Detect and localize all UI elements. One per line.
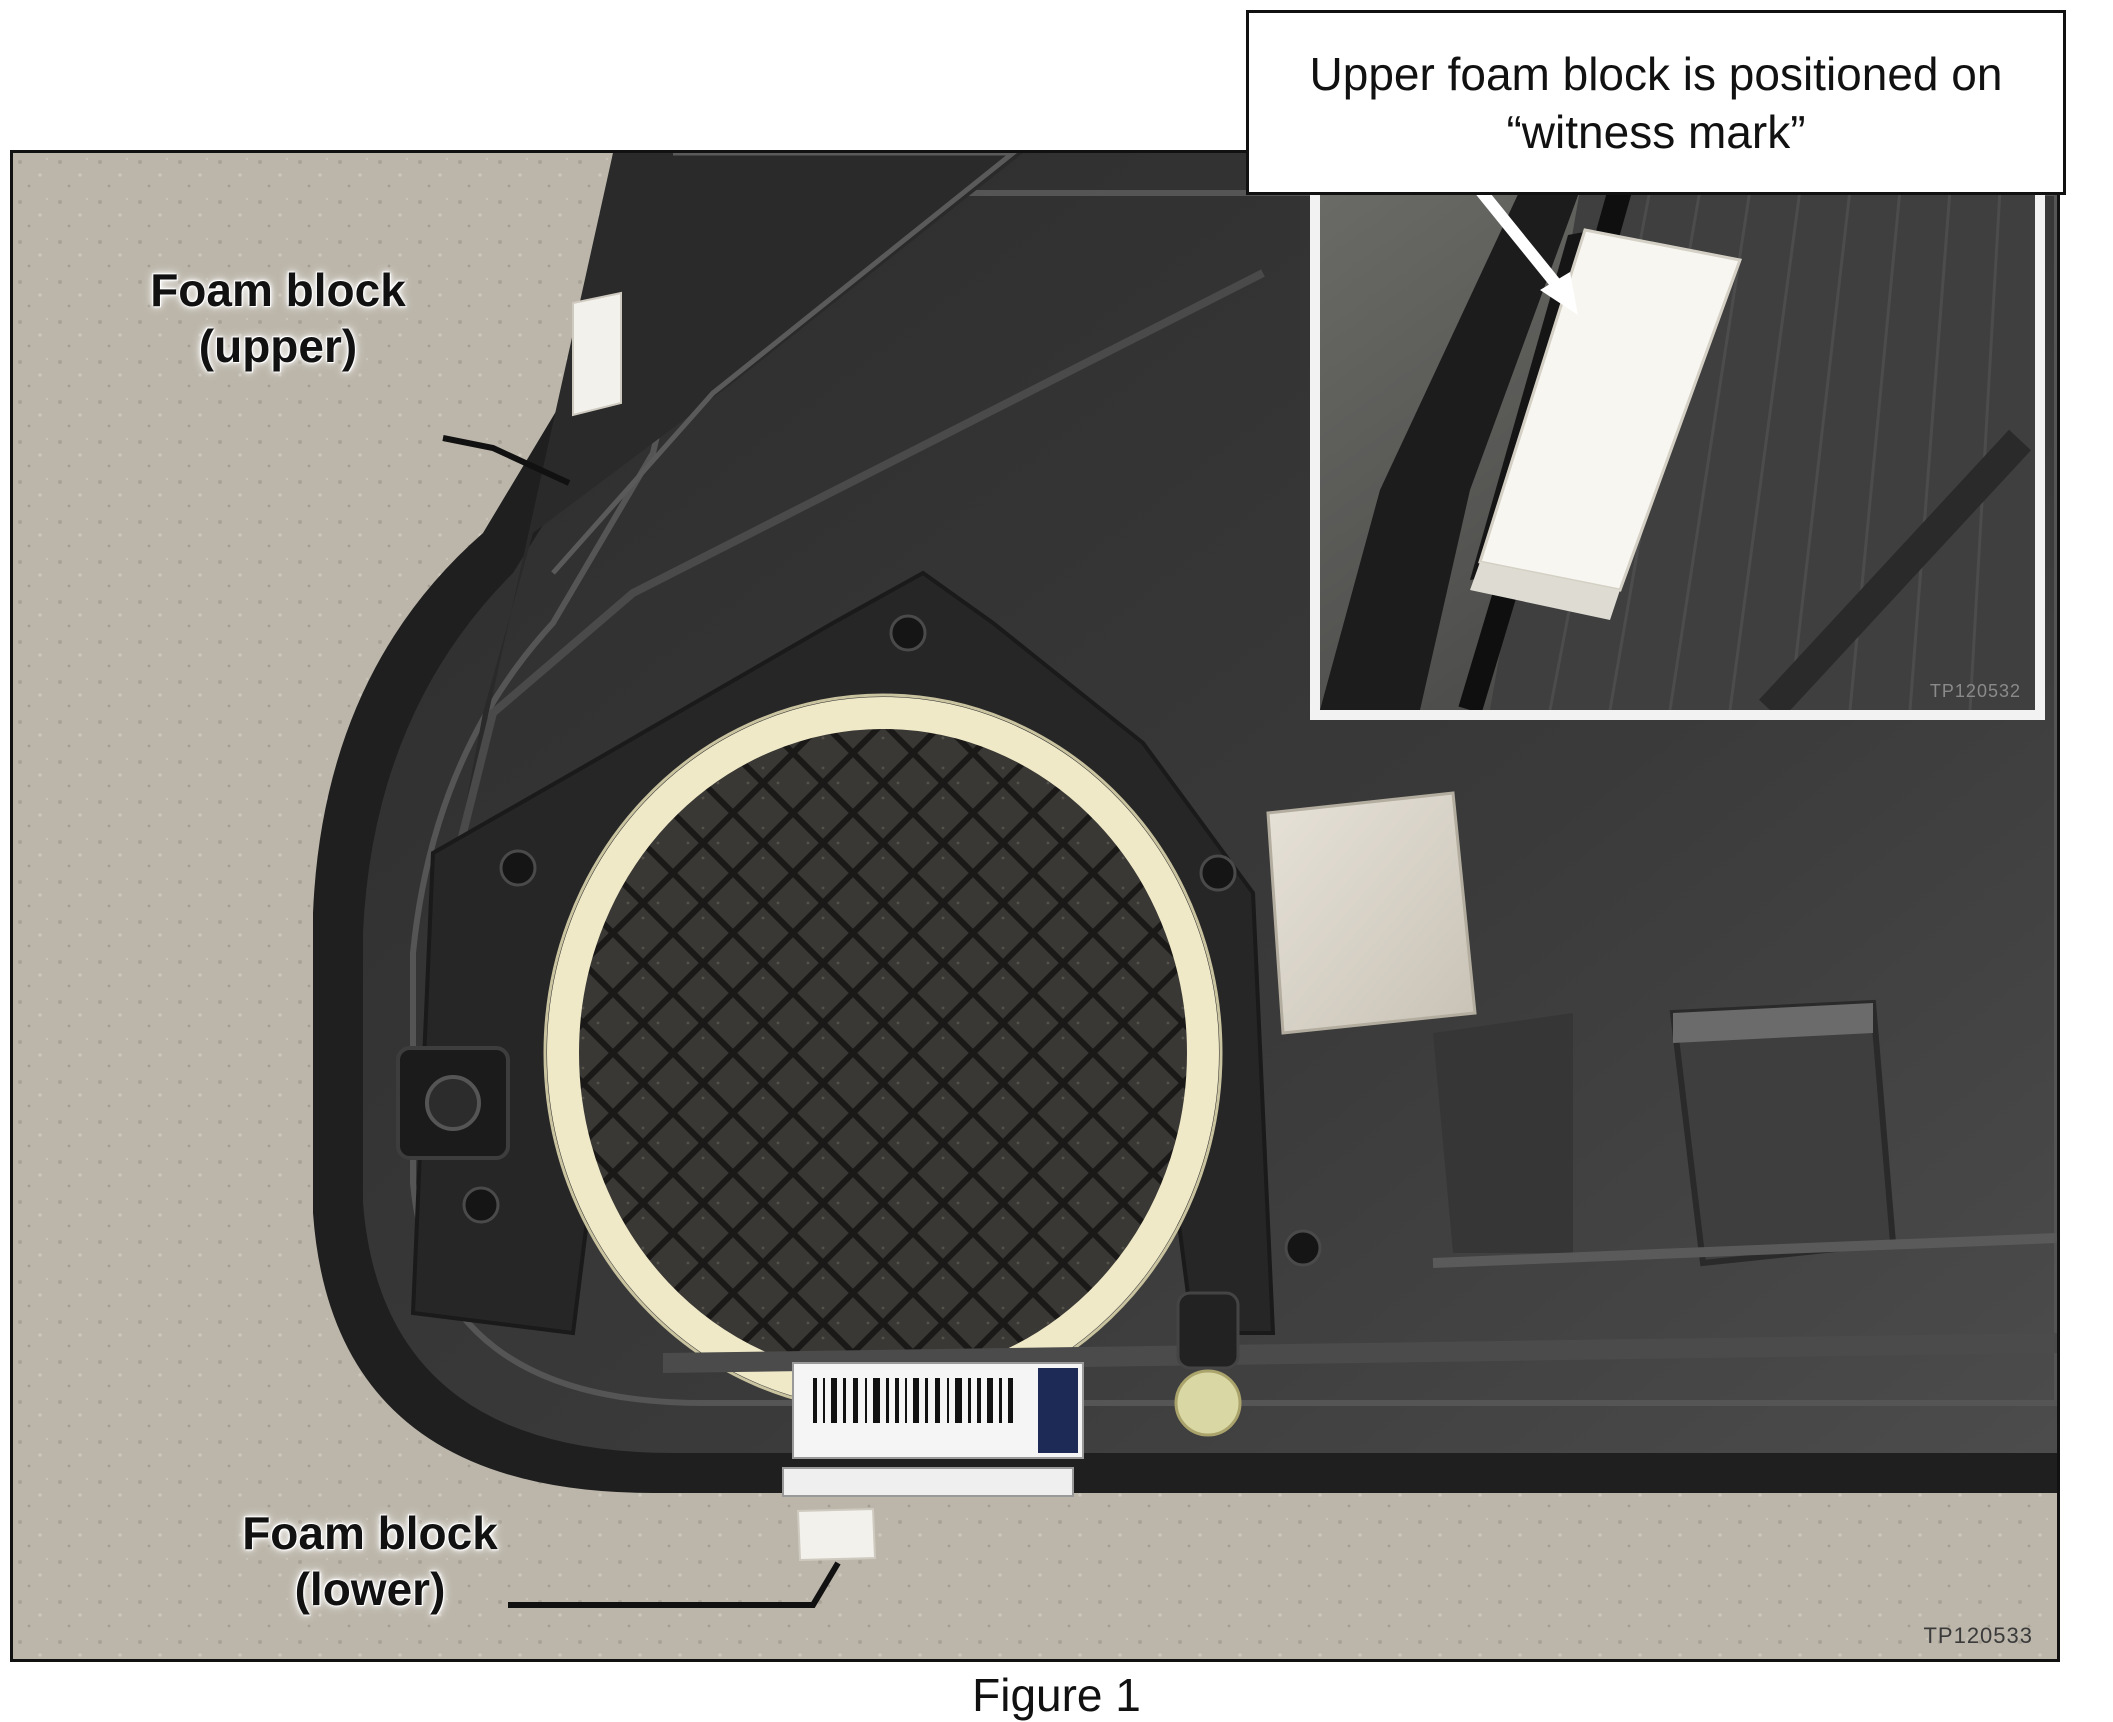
speaker-grille <box>543 693 1223 1413</box>
inset-closeup-photo: TP120532 <box>1310 180 2045 720</box>
foam-block-upper <box>572 291 622 417</box>
felt-pad <box>1266 791 1477 1035</box>
callout-foam-block-upper: Foam block (upper) <box>150 264 406 372</box>
photo-id-inset: TP120532 <box>1929 681 2021 701</box>
leader-line-lower <box>508 1561 841 1608</box>
note-witness-mark: Upper foam block is positioned on “witne… <box>1246 10 2066 195</box>
foam-block-closeup <box>1470 228 1743 620</box>
inset-illustration <box>1320 190 2035 710</box>
leader-line-upper <box>442 435 571 486</box>
barcode-label <box>782 1362 1084 1497</box>
foam-block-lower <box>796 1507 877 1562</box>
callout-foam-block-lower: Foam block (lower) <box>242 1507 498 1615</box>
note-text: Upper foam block is positioned on “witne… <box>1309 47 2003 158</box>
photo-id-main: TP120533 <box>1923 1623 2033 1648</box>
arrow-to-witness-mark <box>1475 190 1570 299</box>
figure-caption: Figure 1 <box>972 1669 1141 1721</box>
